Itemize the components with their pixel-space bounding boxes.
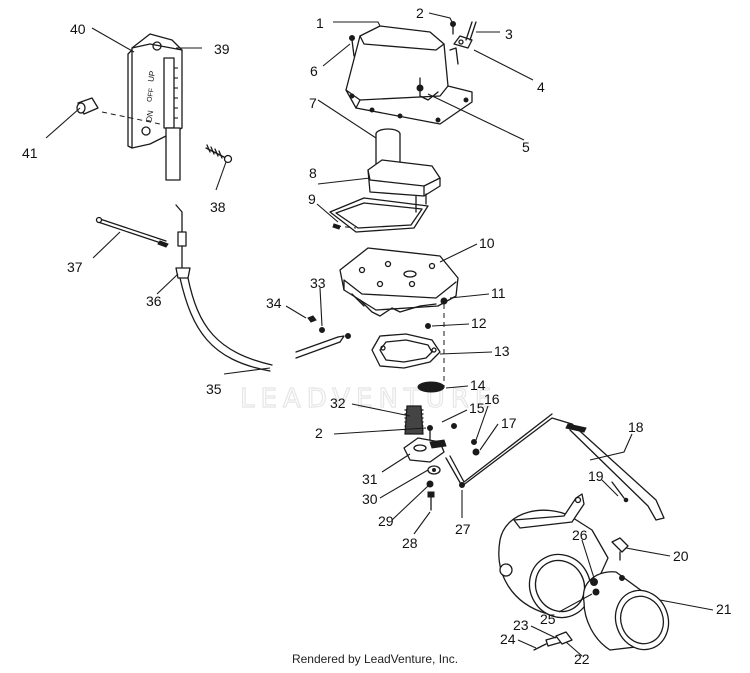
callout-20: 20 [673,548,689,564]
spring-washer [592,588,600,596]
plate-off-marking: OFF [146,88,155,103]
fuel-fitting [416,84,424,92]
callout-4: 4 [537,79,545,95]
diaphragm [417,381,445,393]
float [367,159,441,213]
needle [332,223,357,230]
lever-nut [426,480,434,488]
plate-dn-marking: DN [144,109,155,122]
callout-24: 24 [500,631,516,647]
gasket [329,197,429,233]
callout-37: 37 [67,259,83,275]
cover-screw [349,35,355,57]
callout-23: 23 [513,617,529,633]
callout-40: 40 [70,21,86,37]
callout-39: 39 [214,41,230,57]
knob [76,97,99,115]
idle-spring [307,315,325,333]
callout-26: 26 [572,527,588,543]
callout-13: 13 [494,343,510,359]
callout-5: 5 [522,139,530,155]
callout-12: 12 [471,315,487,331]
callout-3: 3 [505,26,513,42]
callout-15: 15 [469,400,485,416]
callout-22: 22 [574,651,590,667]
callout-38: 38 [210,199,226,215]
adjuster-fitting [611,537,629,561]
top-pin [450,21,477,41]
intake-housing-upper [498,493,609,619]
callout-31: 31 [362,471,378,487]
callout-21: 21 [716,601,732,617]
air-screw [295,333,351,359]
callout-29: 29 [378,513,394,529]
linkage-clips [451,423,480,456]
clip [453,35,473,49]
callout-18: 18 [628,419,644,435]
linkage-rod [445,413,573,488]
callout-1: 1 [316,15,324,31]
pushrod [565,423,665,521]
callout-32: 32 [330,395,346,411]
float-bowl-cover [345,25,473,125]
callout-41: 41 [22,145,38,161]
callout-8: 8 [309,165,317,181]
screw [205,144,233,164]
watermark: LEADVENTURE [240,384,497,414]
callout-30: 30 [362,491,378,507]
bushing [590,578,598,586]
callout-11: 11 [491,285,506,301]
pushrod-pin [611,481,629,503]
callout-35: 35 [206,381,222,397]
callout-28: 28 [402,535,418,551]
callout-36: 36 [146,293,162,309]
callout-2-lower: 2 [315,425,323,441]
leader-lines [45,12,714,657]
intake-housing-lower [582,571,670,651]
jet [440,297,448,388]
callout-7: 7 [309,95,317,111]
o-ring-small [425,323,431,329]
callout-27: 27 [455,521,471,537]
callout-6: 6 [310,63,318,79]
pivot-rod [95,216,169,248]
callout-34: 34 [266,295,282,311]
throttle-lever [403,425,447,463]
callout-17: 17 [501,415,517,431]
pivot-nut [555,631,573,645]
mixer-gasket [371,333,441,369]
lever-screw [427,491,435,511]
throttle-cable [175,204,273,372]
cable-bracket [127,49,133,149]
callout-33: 33 [310,275,326,291]
callout-14: 14 [470,377,486,393]
control-plate: UP OFF DN [101,33,183,181]
callout-16: 16 [484,391,500,407]
callout-9: 9 [308,191,316,207]
callout-19: 19 [588,468,604,484]
callout-2: 2 [416,5,424,21]
callout-numbers: 1 2 3 4 5 6 7 8 9 10 11 12 13 14 15 16 1… [22,5,732,667]
footer-credit: Rendered by LeadVenture, Inc. [291,652,459,666]
carburetor-body [339,247,459,317]
callout-25: 25 [540,611,556,627]
throttle-spring [404,405,424,435]
lever-washer [427,465,441,475]
plate-up-marking: UP [146,70,157,83]
callout-10: 10 [479,235,495,251]
